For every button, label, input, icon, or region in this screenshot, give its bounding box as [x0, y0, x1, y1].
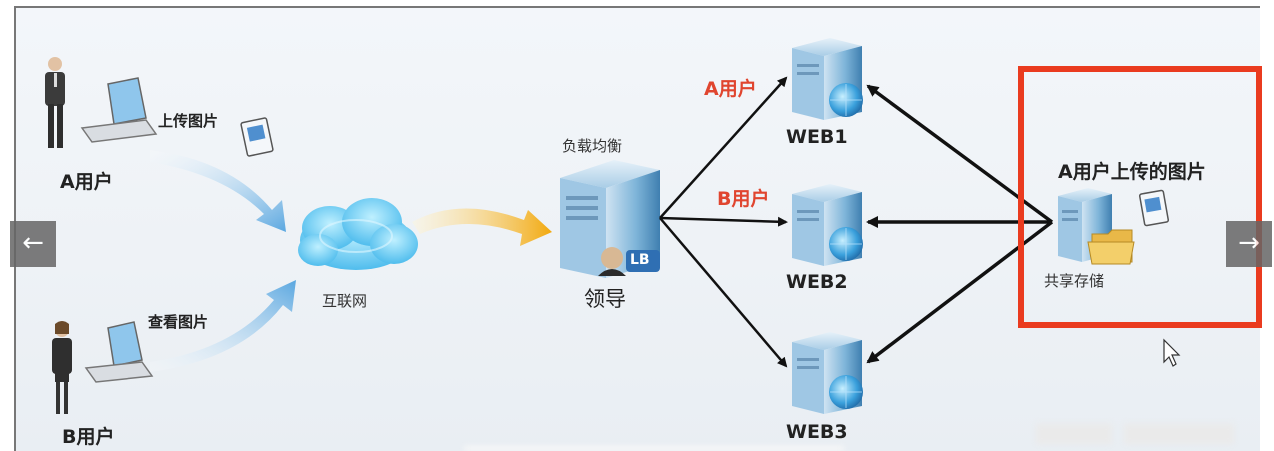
user-a-laptop-icon [80, 77, 158, 143]
user-b-label: B用户 [62, 426, 115, 448]
prev-slide-button[interactable]: ← [10, 221, 56, 267]
user-a-label: A用户 [60, 171, 113, 193]
lb-to-web1-arrow [659, 76, 788, 219]
cursor-icon [1163, 338, 1181, 367]
watermark-blur-right [1124, 424, 1234, 444]
shared-storage-caption: A用户上传的图片 [1058, 161, 1206, 183]
route-a-user-label: A用户 [704, 78, 757, 100]
upload-picture-label: 上传图片 [158, 112, 219, 130]
web1-label: WEB1 [786, 126, 848, 148]
web2-server-icon [792, 184, 863, 266]
lb-to-web3-arrow [659, 217, 788, 368]
request-flow-arrow [412, 208, 552, 246]
web3-label: WEB3 [786, 421, 848, 443]
shared-storage-icon [1058, 188, 1135, 265]
user-b-person-icon [52, 321, 72, 414]
watermark-blur-left [1036, 424, 1112, 444]
next-slide-button[interactable]: → [1226, 221, 1272, 267]
view-flow-arrow [150, 280, 296, 372]
internet-cloud-icon [298, 198, 418, 270]
lb-to-web2-arrow [659, 216, 788, 227]
upload-picture-icon [240, 117, 274, 157]
route-b-user-label: B用户 [717, 188, 770, 210]
bottom-strip [464, 446, 844, 451]
upload-flow-arrow [150, 150, 286, 232]
internet-label: 互联网 [322, 292, 368, 310]
stored-picture-icon [1138, 189, 1170, 227]
load-balancer-server-icon [560, 160, 660, 278]
view-picture-label: 查看图片 [148, 313, 209, 331]
lb-badge: LB [630, 252, 650, 268]
web1-server-icon [792, 38, 863, 120]
web3-server-icon [792, 332, 863, 414]
load-balancer-title: 负载均衡 [562, 137, 623, 155]
user-a-person-icon [45, 57, 65, 148]
storage-highlight-box [1018, 66, 1262, 328]
shared-storage-label: 共享存储 [1044, 272, 1105, 290]
load-balancer-label: 领导 [584, 287, 626, 311]
web2-label: WEB2 [786, 271, 848, 293]
user-b-laptop-icon [84, 321, 154, 383]
